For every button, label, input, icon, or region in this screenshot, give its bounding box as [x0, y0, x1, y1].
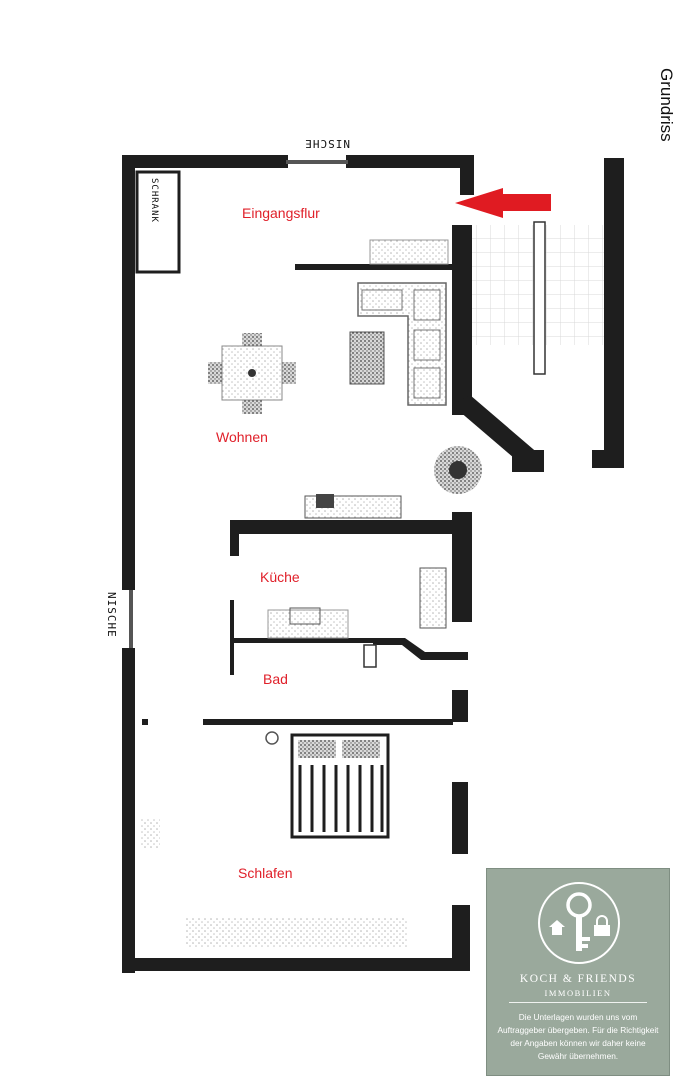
agency-logo-panel: KOCH & FRIENDS IMMOBILIEN Die Unterlagen… [486, 868, 670, 1076]
note-nische-top: NISCHE [304, 137, 350, 150]
house-icon [549, 920, 565, 935]
note-schrank: SCHRANK [149, 178, 159, 223]
agency-subtitle: IMMOBILIEN [544, 988, 612, 998]
room-label-bad: Bad [263, 671, 288, 687]
coffee-table [349, 331, 385, 385]
note-nische-left: NISCHE [105, 592, 118, 638]
stair-railing [533, 221, 546, 375]
room-label-kueche: Küche [260, 569, 300, 585]
key-icon [538, 882, 620, 964]
bedroom-wardrobe [186, 918, 408, 948]
room-label-eingangsflur: Eingangsflur [242, 205, 320, 221]
exterior-walls [122, 155, 624, 973]
disclaimer-text: Die Unterlagen wurden uns vom Auftraggeb… [497, 1012, 659, 1061]
double-bed [265, 731, 390, 839]
dining-table [208, 333, 296, 414]
stove [419, 567, 447, 629]
room-label-wohnen: Wohnen [216, 429, 268, 445]
agency-brand-name: KOCH & FRIENDS [519, 973, 637, 985]
bedroom-nightstand [140, 818, 160, 848]
interior-walls [135, 170, 472, 725]
entrance-arrow [455, 188, 551, 218]
divider [509, 1002, 647, 1003]
lock-icon [594, 915, 610, 936]
room-label-schlafen: Schlafen [238, 865, 292, 881]
page-title: Grundriss [657, 68, 676, 142]
sofa [357, 239, 449, 406]
plant [434, 446, 482, 494]
